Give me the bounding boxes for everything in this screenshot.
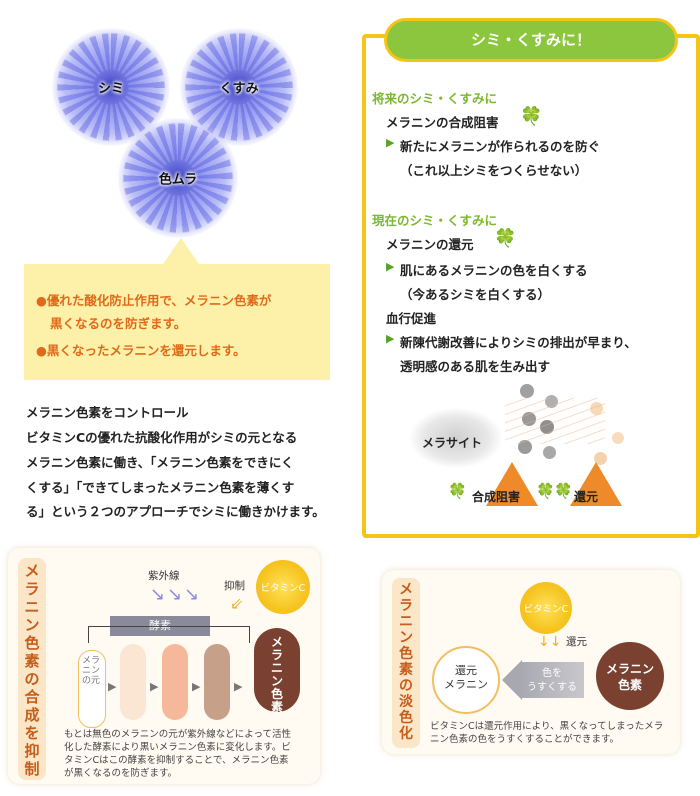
arrow-icon: ▶ (386, 136, 395, 149)
reduction-label: 還元 (574, 490, 599, 504)
synthesis-caption-1: もとは無色のメラニンの元が紫外線などによって活性 (64, 729, 292, 740)
melanin-dot (545, 395, 558, 408)
synthesis-caption-4: が黒くなるのを防ぎます。 (64, 768, 178, 779)
capsule-stage-3 (204, 644, 230, 720)
lightening-caption-1: ビタミンCは還元作用により、黒くなってしまったメラ (430, 721, 664, 732)
melanin-dot (518, 440, 532, 454)
vitamin-c-circle (256, 560, 310, 614)
vertical-title-lightening: メラニン色素の淡色化 (399, 582, 413, 742)
reduced-melanin-label-1: 還元 (455, 664, 477, 677)
flower-label-kusumi: くすみ (219, 81, 259, 97)
clover-icon: 🍀 (536, 482, 555, 500)
future-item: メラニンの合成阻害 (386, 115, 499, 130)
future-heading: 将来のシミ・くすみに (372, 91, 498, 106)
vitamin-c-label: ビタミンC (260, 583, 306, 594)
right-panel-title: シミ・くすみに！ (384, 18, 678, 62)
melanin-dot-light (612, 432, 624, 444)
flower-label-shimi: シミ (97, 81, 124, 97)
vitamin-c-circle (520, 582, 572, 634)
clover-icon: 🍀 (554, 482, 573, 500)
reduced-melanin-label-2: メラニン (444, 678, 488, 691)
melanin-source-label: メラニンの元 (82, 656, 101, 686)
melanin-pigment-label: メラニン色素 (270, 635, 283, 714)
melanin-pigment-circle (596, 642, 664, 710)
lightening-caption-2: ニン色素の色をうすくすることができます。 (430, 734, 620, 745)
circulation-item: 血行促進 (386, 311, 437, 326)
inhibit-label: 抑制 (224, 580, 245, 592)
clover-icon: 🍀 (520, 106, 543, 127)
benefit-line-3: ●黒くなったメラニンを還元します。 (36, 343, 246, 358)
present-item: メラニンの還元 (386, 237, 474, 252)
melanocyte-cell (410, 408, 502, 468)
capsule-stage-2 (162, 644, 188, 720)
future-desc-1: 新たにメラニンが作られるのを防ぐ (400, 139, 601, 154)
present-heading: 現在のシミ・くすみに (372, 213, 498, 228)
benefit-line-1: ●優れた酸化防止作用で、メラニン色素が (36, 293, 272, 308)
speech-pointer (163, 238, 199, 264)
arrow-icon: ▶ (150, 680, 159, 693)
vitamin-c-label: ビタミンC (523, 604, 569, 615)
capsule-stage-1 (120, 644, 146, 720)
lighten-arrow-head (502, 660, 522, 700)
melanin-dot-light (590, 402, 603, 415)
dashed-lines (505, 398, 605, 444)
vertical-title-band (392, 578, 420, 748)
capsule-melanin-pigment (254, 628, 300, 712)
reduced-melanin-circle (432, 646, 500, 714)
melanin-dot-light (594, 452, 607, 465)
synthesis-caption-2: 化した酵素により黒いメラニン色素に変化します。ビ (64, 742, 291, 753)
melanocyte-label: メラサイト (422, 436, 483, 450)
circulation-desc-2: 透明感のある肌を生み出す (400, 359, 551, 374)
body-text-2: ビタミンCの優れた抗酸化作用がシミの元となる (26, 430, 298, 445)
vertical-title-band (18, 558, 46, 780)
synthesis-caption-3: タミンCはこの酵素を抑制することで、メラニン色素 (64, 755, 289, 766)
melanin-dot (540, 420, 554, 434)
arrow-icon: ▶ (234, 680, 243, 693)
body-text-4: くする」「できてしまったメラニン色素を薄くす (26, 480, 295, 495)
future-desc-2: （これ以上シミをつくらせない） (400, 163, 588, 178)
body-text-5: る」という２つのアプローチでシミに働きかけます。 (26, 504, 325, 519)
arrow-icon: ▶ (386, 260, 395, 273)
cornflower-shimi: シミ (52, 28, 170, 146)
melanin-pigment-label-2: 色素 (617, 678, 642, 692)
melanin-pigment-label-1: メラニン (605, 662, 654, 676)
reduce-arrows: ↓↓ (538, 634, 562, 650)
circulation-desc-1: 新陳代謝改善によりシミの排出が早まり、 (400, 335, 637, 350)
reduce-label: 還元 (566, 636, 587, 648)
lighten-arrow-body (520, 662, 584, 698)
uv-label: 紫外線 (148, 570, 180, 582)
present-desc-2: （今あるシミを白くする） (400, 287, 551, 302)
flower-label-iromura: 色ムラ (158, 172, 198, 188)
lighten-label-1: 色を (542, 668, 562, 679)
body-text-3: メラニン色素に働き、「メラニン色素をできにく (26, 455, 294, 470)
melanin-dot (543, 446, 556, 459)
benefit-box (24, 264, 330, 380)
synthesis-triangle (486, 462, 538, 506)
inhibit-arrows: ⇙ (230, 594, 244, 613)
arrow-icon: ▶ (386, 332, 395, 345)
cornflower-iromura: 色ムラ (118, 118, 238, 238)
enzyme-bracket (88, 626, 250, 643)
clover-icon: 🍀 (494, 228, 517, 249)
capsule-melanin-source (78, 650, 106, 728)
clover-icon: 🍀 (448, 482, 467, 500)
vertical-title-synthesis: メラニン色素の合成を抑制 (24, 562, 40, 778)
lighten-label-2: うすくする (527, 682, 577, 693)
arrow-icon: ▶ (108, 680, 117, 693)
synthesis-label: 合成阻害 (472, 490, 521, 504)
melanin-dot (522, 412, 536, 426)
uv-arrows: ↘↘↘ (150, 584, 202, 605)
body-text-1: メラニン色素をコントロール (26, 405, 189, 420)
benefit-line-2: 黒くなるのを防ぎます。 (50, 316, 187, 331)
reduction-triangle (570, 462, 622, 506)
present-desc-1: 肌にあるメラニンの色を白くする (400, 263, 588, 278)
arrow-icon: ▶ (192, 680, 201, 693)
melanin-dot (520, 384, 534, 398)
